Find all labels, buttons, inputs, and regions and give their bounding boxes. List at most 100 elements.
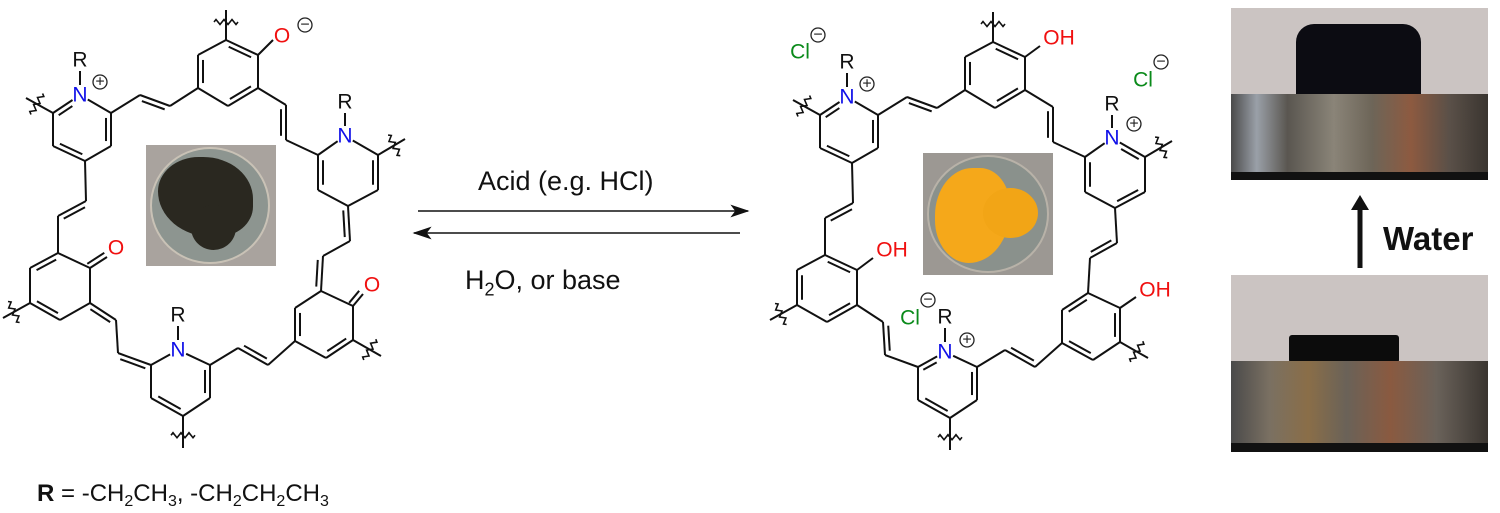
ring-bond [949,399,978,419]
ring-bond [320,290,354,307]
nitrogen-label: N [337,125,352,148]
ring-bond [197,87,229,107]
base-shadow [1231,172,1488,180]
ring-bond [1084,142,1106,158]
vinylene-bond [347,205,351,242]
hydroxyl-label: OH [876,239,908,262]
c-o-bond [257,39,274,56]
wavy-bond-icon [387,134,401,157]
ring-double-bond [326,337,347,352]
vinylene-bond [320,255,324,292]
vinylene-bond [84,160,87,202]
vinylene-bond [285,139,319,156]
ring-bond [917,399,951,419]
vinylene-double-bond [908,102,933,113]
wavy-bond-icon [213,18,239,26]
ring-bond [796,254,826,271]
negative-charge-icon [297,17,313,33]
c-o-bond [1024,45,1041,58]
ring-bond [185,352,211,366]
polymer-continuation-bond [1144,140,1173,158]
chloride-label: Cl [790,41,810,64]
water-label: Water [1383,220,1474,257]
vinylene-bond [1052,141,1086,158]
positive-charge-icon [1126,116,1142,132]
r-group-label: R [839,51,854,74]
ring-bond [819,101,841,116]
wavy-bond-icon [1154,136,1168,159]
ring-bond [826,304,858,323]
vinylene-double-bond [342,210,346,238]
ring-double-bond [828,302,851,316]
wavy-bond-icon [1128,340,1145,363]
vinylene-bond [57,200,87,217]
wavy-bond-icon [170,431,196,439]
ring-bond [964,41,994,58]
ring-bond [294,290,322,309]
ring-double-bond [59,142,83,156]
negative-charge: − [923,292,932,309]
r-group-label: R [72,49,87,72]
ring-double-bond [1068,340,1092,354]
polymer-continuation-bond [792,99,821,116]
positive-charge: + [962,332,971,349]
ring-double-bond [995,47,1019,61]
positive-charge: + [1129,116,1138,133]
ring-double-bond [826,144,850,158]
negative-charge: − [1156,54,1165,71]
ring-bond [225,39,259,56]
negative-charge-icon [810,27,826,43]
r-group-label: R [937,306,952,329]
vinylene-double-bond [315,259,319,287]
carbonyl-bond [352,293,364,307]
r-group-label: R [170,304,185,327]
carbonyl-double-bond [86,251,105,265]
vinylene-bond [257,87,287,106]
oxygen-label: O [364,274,380,297]
ring-double-bond [996,87,1019,102]
vinylene-double-bond [887,325,891,351]
ring-bond [197,39,227,56]
metal-base [1231,94,1488,172]
vinylene-bond [856,304,884,323]
negative-charge: − [813,27,822,44]
reverse-rest: O, or base [494,265,621,295]
vinylene-double-bond [243,344,268,360]
vinylene-bond [322,240,351,257]
vinylene-bond [936,89,966,109]
orange-powder-lobe [983,188,1038,238]
wavy-bond-icon [795,95,812,117]
ring-bond [994,89,1026,109]
negative-charge-icon [1153,54,1169,70]
nitrogen-label: N [937,341,952,364]
polymer-continuation-bond [25,97,54,114]
ring-bond [917,355,938,368]
vinylene-bond [824,202,854,219]
vinylene-bond [117,352,152,366]
ring-bond [347,189,379,207]
orange-powder-photo [923,153,1053,275]
ring-bond [325,339,354,359]
r-sub: 2 [124,493,134,510]
r-text: , -CH [176,480,233,507]
r-symbol: R [37,480,55,507]
ring-bond [352,139,379,156]
ring-bond [1087,292,1121,309]
polymer-continuation-bond [769,304,798,321]
ring-double-bond [229,85,252,100]
ring-double-bond [1116,189,1139,203]
vinylene-bond [209,347,239,366]
r-text: CH [285,480,320,507]
vinylene-bond [1087,257,1091,294]
ring-bond [150,353,171,366]
r-sub: 2 [276,493,286,510]
swollen-pellet [1296,24,1421,99]
ring-double-bond [1120,148,1140,161]
pellet-dry-photo [1231,275,1488,452]
vinylene-bond [1004,349,1036,368]
vinylene-bond [1089,242,1118,259]
vinylene-bond [110,94,141,114]
ring-bond [52,99,74,114]
ring-bond [992,41,1026,58]
r-sub: 3 [320,493,329,510]
